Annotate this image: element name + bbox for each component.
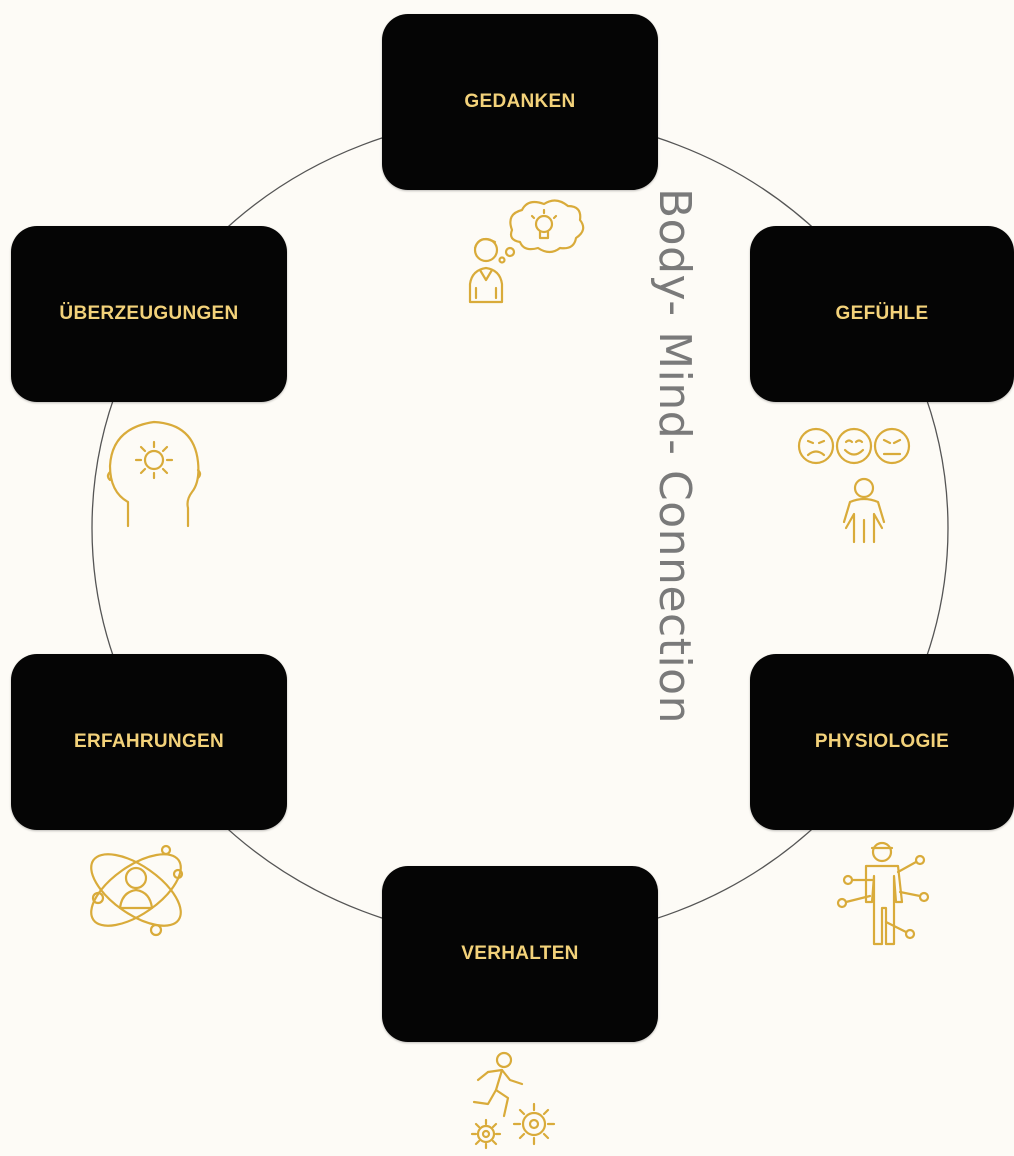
node-verhalten: VERHALTEN bbox=[382, 866, 658, 1042]
body-points-icon bbox=[836, 840, 936, 948]
node-gedanken: GEDANKEN bbox=[382, 14, 658, 190]
node-physiologie-label: PHYSIOLOGIE bbox=[814, 731, 950, 752]
node-verhalten-label: VERHALTEN bbox=[461, 943, 579, 964]
node-physiologie: PHYSIOLOGIE bbox=[750, 654, 1014, 830]
node-gedanken-label: GEDANKEN bbox=[464, 91, 576, 112]
orbit-person-icon bbox=[80, 834, 192, 946]
emotions-person-icon bbox=[796, 424, 916, 548]
node-gefuehle-label: GEFÜHLE bbox=[835, 303, 929, 324]
node-erfahrungen: ERFAHRUNGEN bbox=[11, 654, 287, 830]
thinking-person-icon bbox=[466, 198, 586, 310]
node-gefuehle: GEFÜHLE bbox=[750, 226, 1014, 402]
node-ueberzeugungen-label: ÜBERZEUGUNGEN bbox=[59, 303, 239, 324]
running-gears-icon bbox=[464, 1050, 568, 1154]
head-sun-icon bbox=[104, 414, 204, 530]
diagram-title: Body- Mind- Connection bbox=[649, 188, 700, 724]
node-ueberzeugungen: ÜBERZEUGUNGEN bbox=[11, 226, 287, 402]
node-erfahrungen-label: ERFAHRUNGEN bbox=[73, 731, 225, 752]
